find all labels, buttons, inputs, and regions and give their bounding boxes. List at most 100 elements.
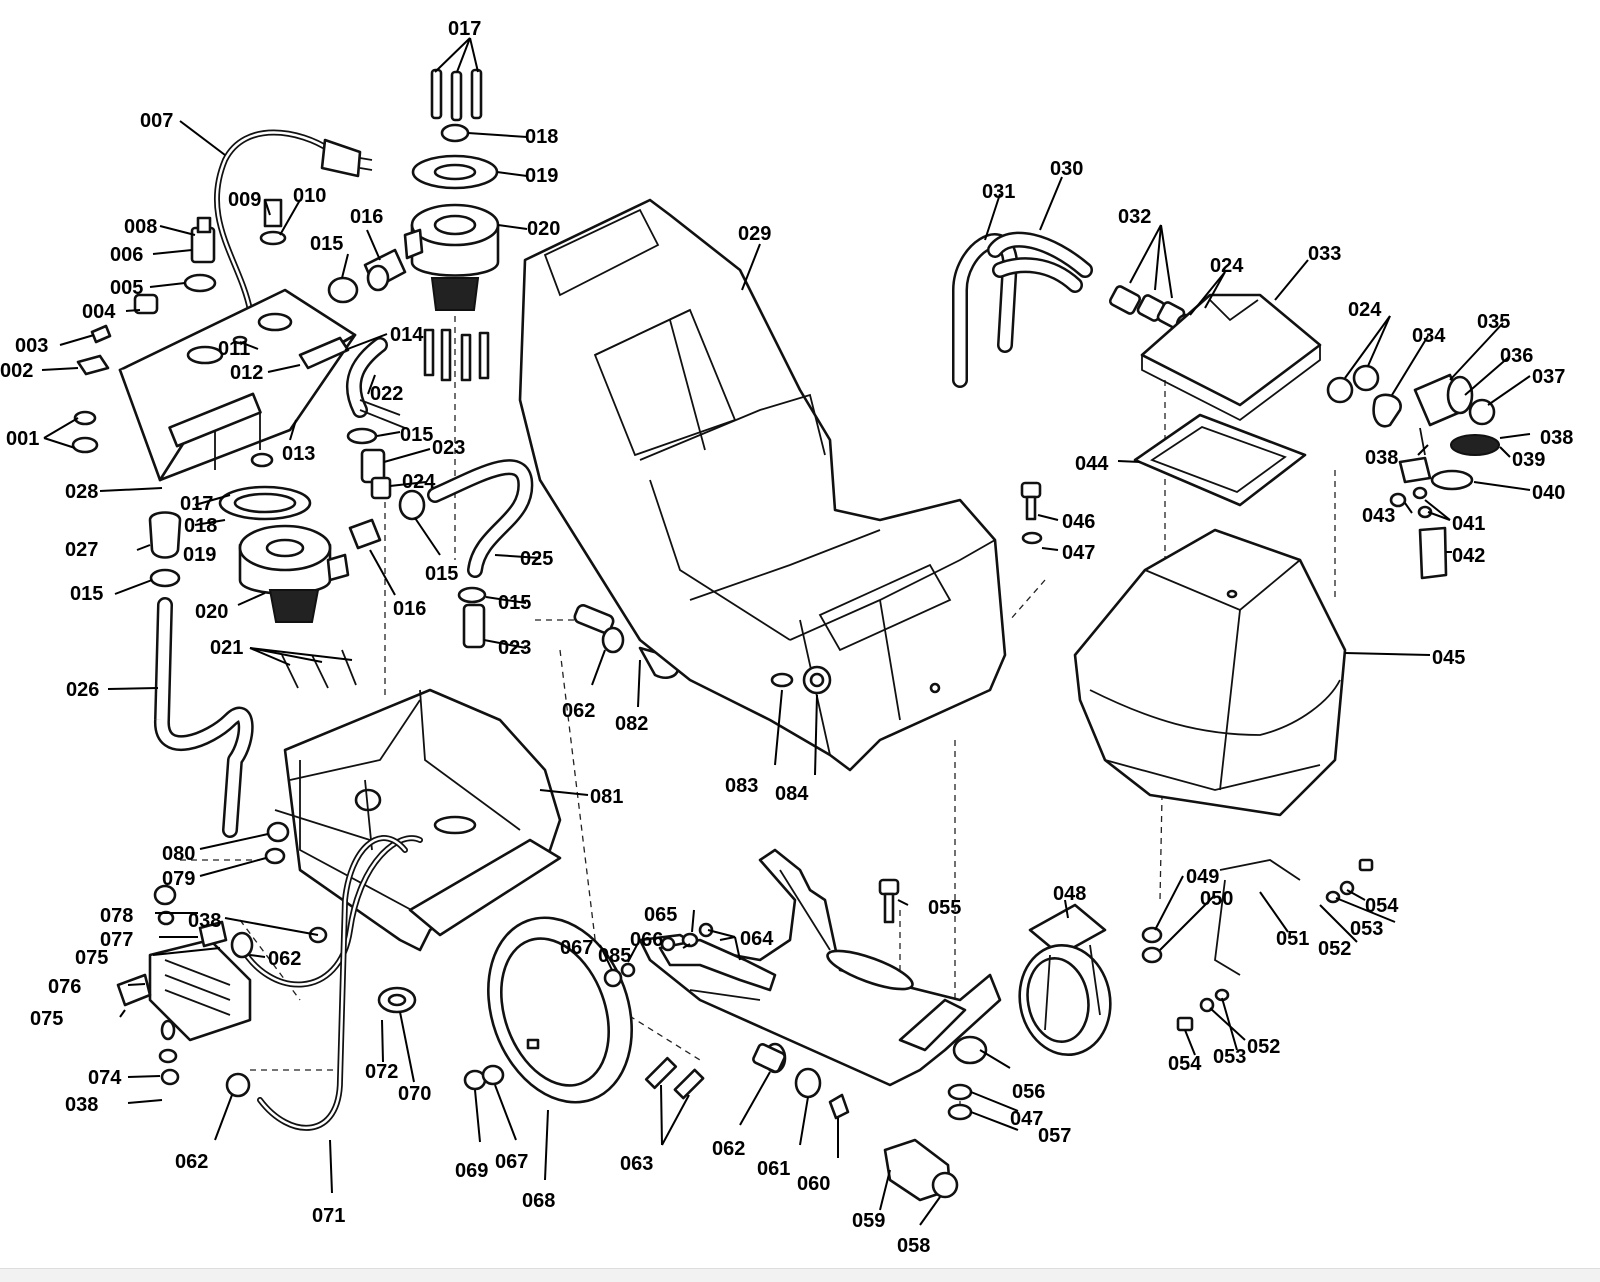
gasket-044: [1133, 413, 1307, 507]
leader-lines: [41, 37, 1531, 1226]
callout-053a: 053: [1350, 918, 1383, 940]
filter-parts-034-042: [1326, 364, 1500, 580]
callout-071: 071: [312, 1205, 345, 1227]
callout-020a: 020: [527, 218, 560, 240]
callout-013: 013: [282, 443, 315, 465]
callout-019b: 019: [183, 544, 216, 566]
callout-018b: 018: [184, 515, 217, 537]
callout-009: 009: [228, 189, 261, 211]
callout-018a: 018: [525, 126, 558, 148]
callout-062d: 062: [712, 1138, 745, 1160]
pump-076: [116, 884, 252, 1086]
callout-020b: 020: [195, 601, 228, 623]
callout-077: 077: [100, 929, 133, 951]
callout-038c: 038: [188, 910, 221, 932]
bottom-strip: [0, 1268, 1600, 1282]
callout-085: 085: [598, 945, 631, 967]
callout-075a: 075: [75, 947, 108, 969]
callout-048: 048: [1053, 883, 1086, 905]
callout-042: 042: [1452, 545, 1485, 567]
fittings-059-063: [644, 1042, 973, 1202]
callout-040: 040: [1532, 482, 1565, 504]
tank-handle-029: [518, 198, 1007, 772]
callout-058: 058: [897, 1235, 930, 1257]
callout-054a: 054: [1365, 895, 1399, 917]
callout-047b: 047: [1010, 1108, 1043, 1130]
callout-049: 049: [1186, 866, 1219, 888]
callout-028: 028: [65, 481, 98, 503]
callout-044: 044: [1075, 453, 1109, 475]
callout-014: 014: [390, 324, 424, 346]
callout-034: 034: [1412, 325, 1446, 347]
callout-063: 063: [620, 1153, 653, 1175]
callout-062a: 062: [562, 700, 595, 722]
callout-068: 068: [522, 1190, 555, 1212]
callout-031: 031: [982, 181, 1015, 203]
bracket-081: [274, 688, 562, 952]
callout-067a: 067: [495, 1151, 528, 1173]
callout-074: 074: [88, 1067, 122, 1089]
fittings-083-084: [770, 665, 832, 695]
callout-017a: 017: [448, 18, 481, 40]
callout-002: 002: [0, 360, 33, 382]
wheel-068: [463, 916, 636, 1104]
hose-031: [952, 233, 1018, 388]
callout-083: 083: [725, 775, 758, 797]
callout-025: 025: [520, 548, 553, 570]
caster-048: [1018, 903, 1163, 1057]
callout-003: 003: [15, 335, 48, 357]
callout-030: 030: [1050, 158, 1083, 180]
callout-008: 008: [124, 216, 157, 238]
callout-026: 026: [66, 679, 99, 701]
alignment-lines: [180, 305, 1336, 1120]
callout-039: 039: [1512, 449, 1545, 471]
callout-070: 070: [398, 1083, 431, 1105]
hose-026: [154, 597, 254, 838]
callout-006: 006: [110, 244, 143, 266]
callout-015c: 015: [70, 583, 103, 605]
callout-labels: 001 002 003 004 005 006 007 008 009 010 …: [0, 18, 1573, 1257]
callout-069: 069: [455, 1160, 488, 1182]
callout-072: 072: [365, 1061, 398, 1083]
callout-015a: 015: [310, 233, 343, 255]
callout-015e: 015: [498, 592, 531, 614]
callout-062c: 062: [175, 1151, 208, 1173]
callout-024c: 024: [1348, 299, 1382, 321]
callout-067b: 067: [560, 937, 593, 959]
callout-036: 036: [1500, 345, 1533, 367]
fittings-079-080: [264, 821, 290, 865]
callout-021: 021: [210, 637, 243, 659]
hose-025: [427, 459, 534, 578]
callout-051: 051: [1276, 928, 1309, 950]
bolt-046-047: [1020, 481, 1043, 545]
recovery-tank-045: [1073, 528, 1347, 817]
callout-065: 065: [644, 904, 677, 926]
callout-060: 060: [797, 1173, 830, 1195]
callout-078: 078: [100, 905, 133, 927]
callout-038a: 038: [1540, 427, 1573, 449]
callout-010: 010: [293, 185, 326, 207]
callout-005: 005: [110, 277, 143, 299]
callout-076: 076: [48, 976, 81, 998]
callout-080: 080: [162, 843, 195, 865]
vacuum-motor-top-020: [403, 68, 500, 382]
callout-029: 029: [738, 223, 771, 245]
callout-016a: 016: [350, 206, 383, 228]
callout-052b: 052: [1247, 1036, 1280, 1058]
callout-059: 059: [852, 1210, 885, 1232]
callout-035: 035: [1477, 311, 1510, 333]
small-fittings-left: [71, 198, 287, 454]
callout-047a: 047: [1062, 542, 1095, 564]
fittings-023-024: [346, 427, 426, 521]
callout-050: 050: [1200, 888, 1233, 910]
callout-045: 045: [1432, 647, 1465, 669]
callout-015b: 015: [400, 424, 433, 446]
callout-024a: 024: [402, 471, 436, 493]
callout-011: 011: [218, 338, 250, 360]
callout-015d: 015: [425, 563, 458, 585]
callout-055: 055: [928, 897, 961, 919]
callout-079: 079: [162, 868, 195, 890]
fittings-015-016-top: [327, 248, 407, 304]
hose-022: [298, 336, 406, 429]
